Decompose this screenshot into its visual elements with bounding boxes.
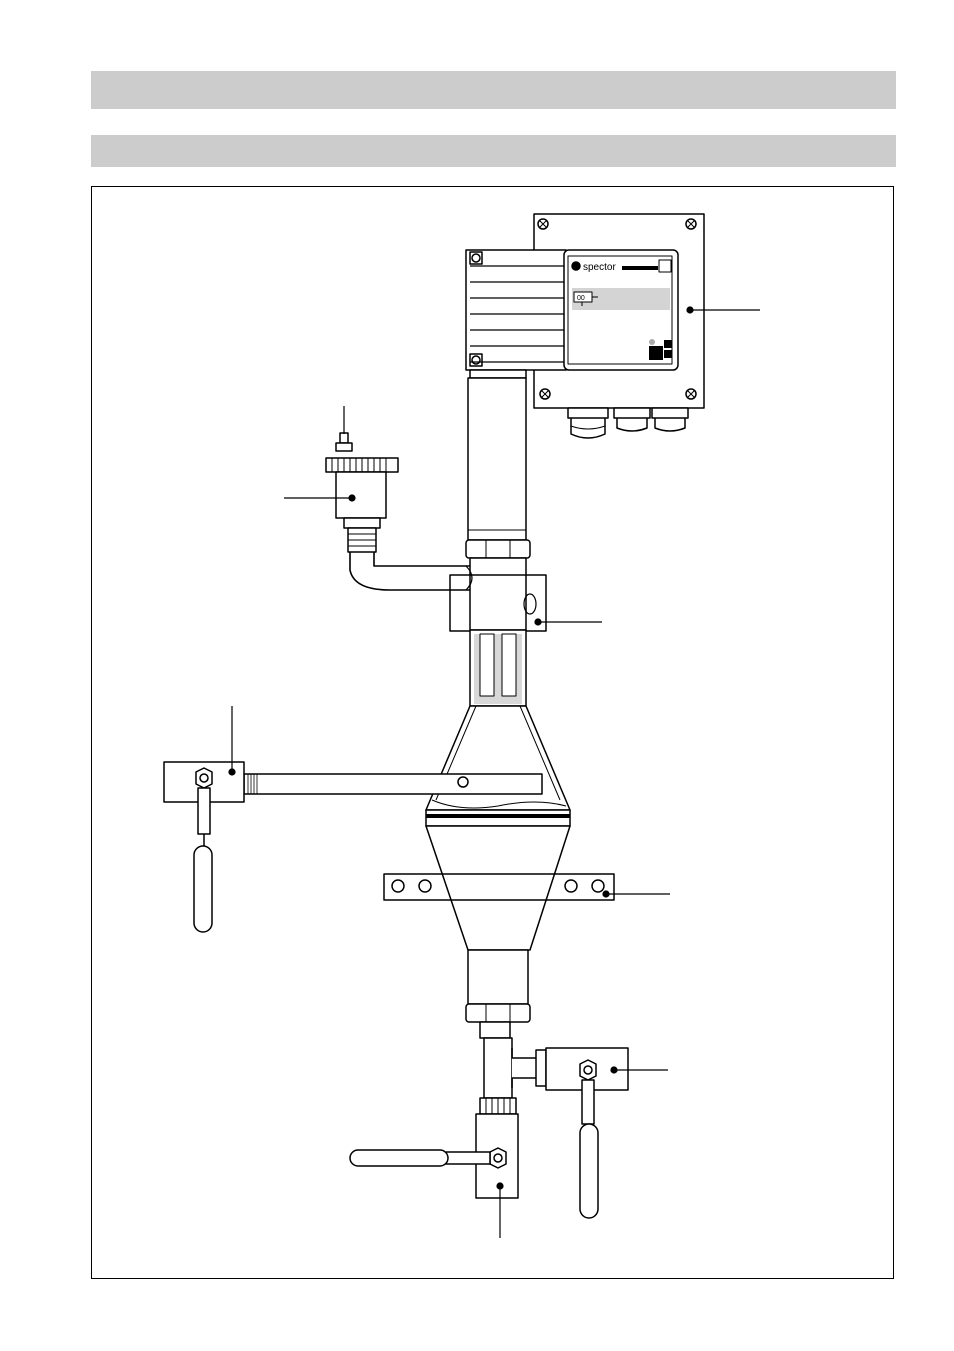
- cable-gland: [567, 407, 689, 439]
- ball-valve-bottom: [349, 1113, 519, 1199]
- neck-tube: [465, 369, 531, 631]
- brand-label: spector: [583, 262, 616, 273]
- ball-valve-left: [163, 761, 245, 933]
- display-readout: 00: [577, 295, 585, 302]
- outlet-assembly: [465, 949, 547, 1115]
- subheader-band: [91, 135, 896, 167]
- header-band: [91, 71, 896, 109]
- callout-leaders: [228, 306, 760, 1238]
- vent-valve: [325, 432, 473, 591]
- diagram-frame: [91, 186, 894, 1279]
- flow-cone: [425, 705, 571, 951]
- control-box: spector 00: [465, 213, 705, 439]
- box-screw-icon: [537, 218, 697, 400]
- sensor-section: [469, 629, 527, 707]
- mounting-bracket: [383, 873, 615, 901]
- drain-probe: [243, 773, 543, 795]
- ball-valve-right: [545, 1047, 629, 1219]
